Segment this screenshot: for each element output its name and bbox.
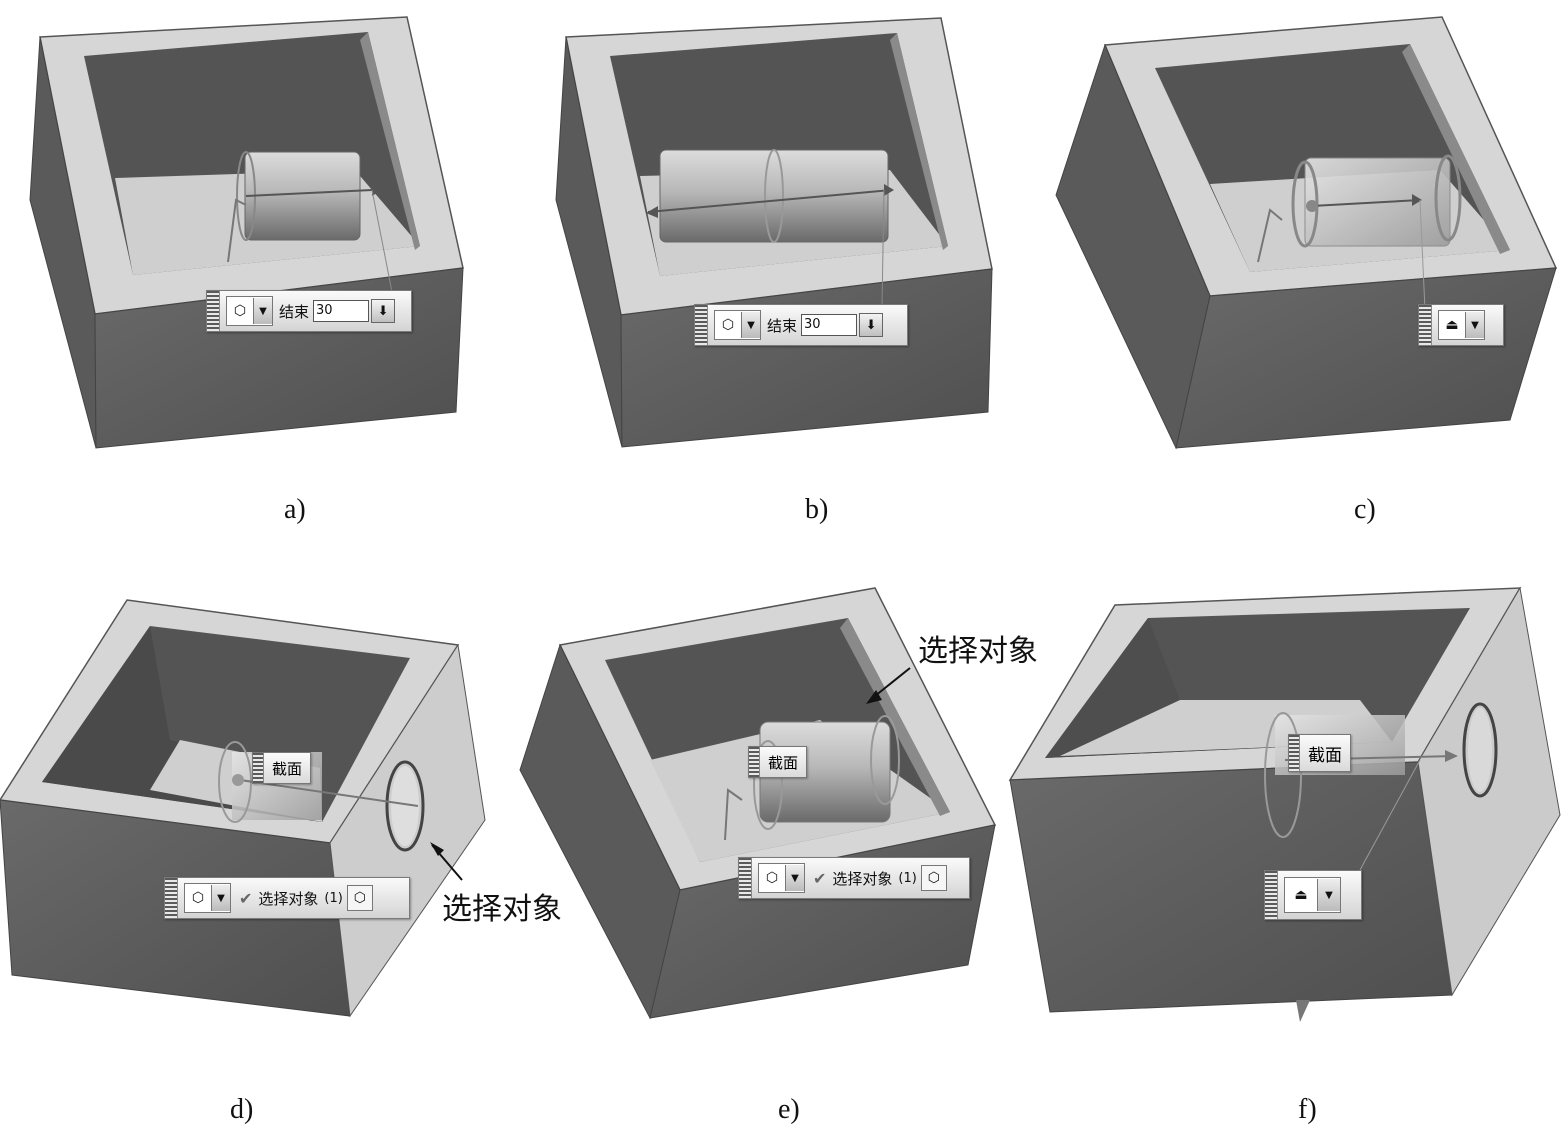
select-count: (1)	[324, 890, 343, 906]
select-object-button[interactable]: ⬡	[920, 865, 947, 891]
chevron-down-icon: ▼	[785, 865, 804, 891]
section-hat-icon: ⏏	[1294, 887, 1308, 903]
box-model-d	[0, 599, 486, 1018]
direction-button[interactable]: ⬇	[859, 313, 884, 337]
section-hat-icon: ⏏	[1445, 317, 1459, 333]
cube-icon: ⬡	[927, 870, 940, 886]
section-label-f[interactable]: 截面	[1288, 734, 1351, 772]
section-cube-icon: ⬡	[765, 870, 779, 886]
caption-c: c)	[1354, 494, 1376, 525]
end-value-input[interactable]: 30	[313, 300, 370, 322]
toolbar-grip[interactable]	[739, 858, 752, 898]
select-object-label: 选择对象	[258, 889, 319, 908]
caption-a: a)	[284, 494, 306, 525]
box-model-e	[519, 587, 997, 1020]
caption-b: b)	[805, 494, 829, 525]
box-model-f	[1008, 586, 1561, 1022]
select-object-label: 选择对象	[832, 869, 893, 888]
chevron-down-icon: ▼	[741, 312, 760, 338]
toolbar-grip[interactable]	[1265, 871, 1278, 919]
toolbar-d[interactable]: ⬡ ▼ ✔ 选择对象 (1) ⬡	[164, 877, 410, 919]
section-cube-icon: ⬡	[191, 890, 205, 906]
caption-e: e)	[778, 1094, 800, 1125]
select-object-button[interactable]: ⬡	[346, 885, 373, 911]
extrude-cube-icon: ⬡	[233, 303, 247, 319]
end-value-input[interactable]: 30	[801, 314, 858, 336]
toolbar-grip[interactable]	[207, 291, 220, 331]
mode-dropdown[interactable]: ⬡ ▼	[714, 310, 761, 340]
box-model-b	[555, 17, 993, 448]
mode-dropdown[interactable]: ⬡ ▼	[758, 863, 805, 893]
chevron-down-icon: ▼	[253, 298, 272, 324]
extrude-cube-icon: ⬡	[721, 317, 735, 333]
toolbar-e[interactable]: ⬡ ▼ ✔ 选择对象 (1) ⬡	[738, 857, 970, 899]
select-count: (1)	[898, 870, 917, 886]
chevron-down-icon: ▼	[1465, 312, 1484, 338]
mode-dropdown[interactable]: ⏏ ▼	[1438, 310, 1485, 340]
box-model-a	[29, 16, 464, 449]
chevron-down-icon: ▼	[1317, 879, 1340, 911]
chevron-down-icon: ▼	[211, 885, 230, 911]
check-icon: ✔	[813, 868, 827, 888]
mode-dropdown[interactable]: ⏏ ▼	[1284, 877, 1341, 913]
annotation-select-object-d: 选择对象	[442, 892, 562, 927]
toolbar-f[interactable]: ⏏ ▼	[1264, 870, 1362, 920]
toolbar-grip[interactable]	[1419, 305, 1432, 345]
check-icon: ✔	[239, 888, 253, 908]
toolbar-grip[interactable]	[695, 305, 708, 345]
mode-dropdown[interactable]: ⬡ ▼	[226, 296, 273, 326]
section-label-e[interactable]: 截面	[748, 746, 808, 778]
direction-button[interactable]: ⬇	[371, 299, 396, 323]
end-label: 结束	[279, 302, 310, 321]
caption-f: f)	[1298, 1094, 1317, 1125]
section-label-d[interactable]: 截面	[252, 752, 312, 784]
toolbar-b[interactable]: ⬡ ▼ 结束 30 ⬇	[694, 304, 908, 346]
box-model-c	[1055, 16, 1558, 450]
arrow-down-icon: ⬇	[865, 317, 877, 333]
arrow-down-icon: ⬇	[377, 303, 389, 319]
toolbar-grip[interactable]	[165, 878, 178, 918]
toolbar-c[interactable]: ⏏ ▼	[1418, 304, 1504, 346]
caption-d: d)	[230, 1094, 254, 1125]
end-label: 结束	[767, 316, 798, 335]
toolbar-a[interactable]: ⬡ ▼ 结束 30 ⬇	[206, 290, 412, 332]
mode-dropdown[interactable]: ⬡ ▼	[184, 883, 231, 913]
cube-icon: ⬡	[353, 890, 366, 906]
annotation-select-object-e: 选择对象	[918, 634, 1038, 669]
